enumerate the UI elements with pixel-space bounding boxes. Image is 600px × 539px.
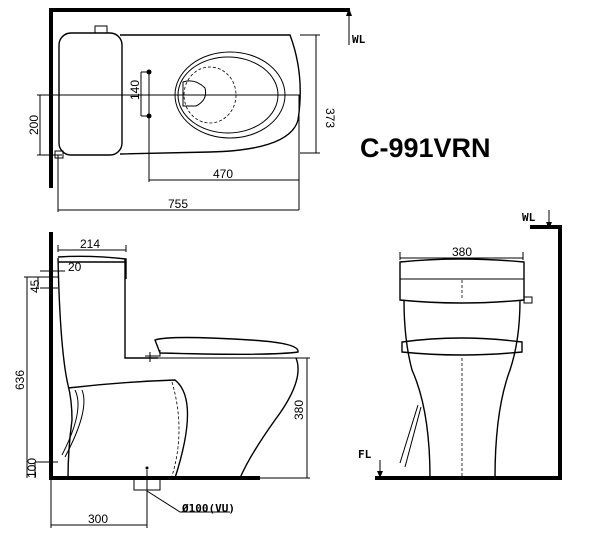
dim-200: 200 — [27, 115, 41, 135]
seat-outline — [154, 336, 299, 355]
dim-380-height: 380 — [292, 400, 306, 420]
dim-380-width: 380 — [452, 245, 472, 259]
base-outline — [67, 379, 189, 479]
tank-front — [124, 259, 158, 359]
dim-line-300 — [50, 478, 148, 528]
dim-214: 214 — [80, 237, 100, 251]
fl-arrowhead — [377, 471, 383, 478]
front-view: WL FL 380 — [358, 210, 562, 480]
flush-button — [94, 25, 108, 34]
wall-line — [49, 8, 350, 188]
seat-front-view — [401, 337, 523, 356]
fl-label: FL — [358, 448, 372, 461]
tank-lid — [57, 255, 127, 279]
dim-line-380-height — [260, 357, 310, 479]
dim-line-45 — [24, 276, 58, 289]
dim-line-100 — [34, 461, 58, 478]
body-right — [494, 299, 521, 479]
dim-line-140 — [140, 71, 150, 117]
dim-755: 755 — [168, 197, 188, 211]
wl-arrowhead-front — [546, 222, 552, 229]
model-title: C-991VRN — [360, 133, 491, 163]
tank-outline — [58, 32, 123, 156]
water-surface — [182, 80, 207, 107]
supply-hose-front — [399, 404, 422, 468]
dim-470: 470 — [213, 167, 233, 181]
trapway-hidden — [171, 381, 180, 477]
supply-valve — [54, 150, 64, 159]
top-view: WL 140 373 200 470 755 — [27, 8, 366, 212]
drain-center — [145, 466, 149, 470]
bowl-front — [239, 357, 299, 479]
body-left — [403, 299, 431, 479]
wall-floor-line-front — [375, 225, 562, 480]
dim-45: 45 — [28, 279, 42, 293]
dim-100: 100 — [25, 458, 39, 478]
dim-140: 140 — [128, 80, 142, 100]
wall-floor-line — [49, 232, 260, 480]
wl-label: WL — [352, 33, 366, 46]
dim-line-380-width — [399, 252, 524, 260]
seat-hinge — [145, 350, 161, 362]
side-view: Ø100(VU) 214 20 45 636 100 380 300 — [13, 232, 310, 528]
dim-line-470 — [148, 95, 300, 210]
dim-line-214 — [57, 245, 127, 252]
wl-label-front: WL — [522, 211, 536, 224]
dim-636: 636 — [13, 370, 27, 390]
wl-arrowhead — [346, 8, 352, 16]
supply-hose — [61, 389, 85, 458]
bowl-outline — [119, 34, 301, 155]
drain-outlet — [133, 470, 161, 495]
dim-20: 20 — [68, 260, 82, 274]
tank-back — [57, 257, 73, 479]
outlet-leader — [146, 490, 230, 513]
dim-373: 373 — [323, 108, 337, 128]
flush-lever — [523, 296, 533, 304]
dim-line-373 — [300, 34, 320, 154]
dim-300: 300 — [88, 512, 108, 526]
dim-line-755 — [57, 155, 299, 212]
outlet-label: Ø100(VU) — [181, 502, 235, 515]
